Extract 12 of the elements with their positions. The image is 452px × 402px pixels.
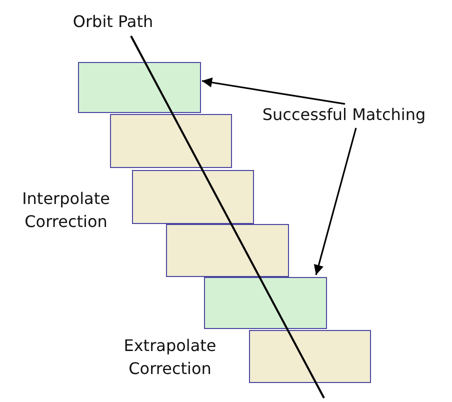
- rectangle-box: [110, 114, 232, 168]
- rectangle-box: [78, 62, 201, 113]
- text-label: Interpolate Correction: [21, 188, 111, 233]
- rectangle-box: [204, 277, 327, 329]
- text-label: Extrapolate Correction: [122, 335, 218, 380]
- arrow: [202, 78, 346, 105]
- rectangle-box: [166, 224, 289, 277]
- rectangle-box: [249, 330, 371, 383]
- rectangle-box: [132, 170, 254, 224]
- arrow: [314, 128, 357, 276]
- text-label: Orbit Path: [72, 11, 154, 33]
- callout-text: Successful Matching: [244, 103, 444, 126]
